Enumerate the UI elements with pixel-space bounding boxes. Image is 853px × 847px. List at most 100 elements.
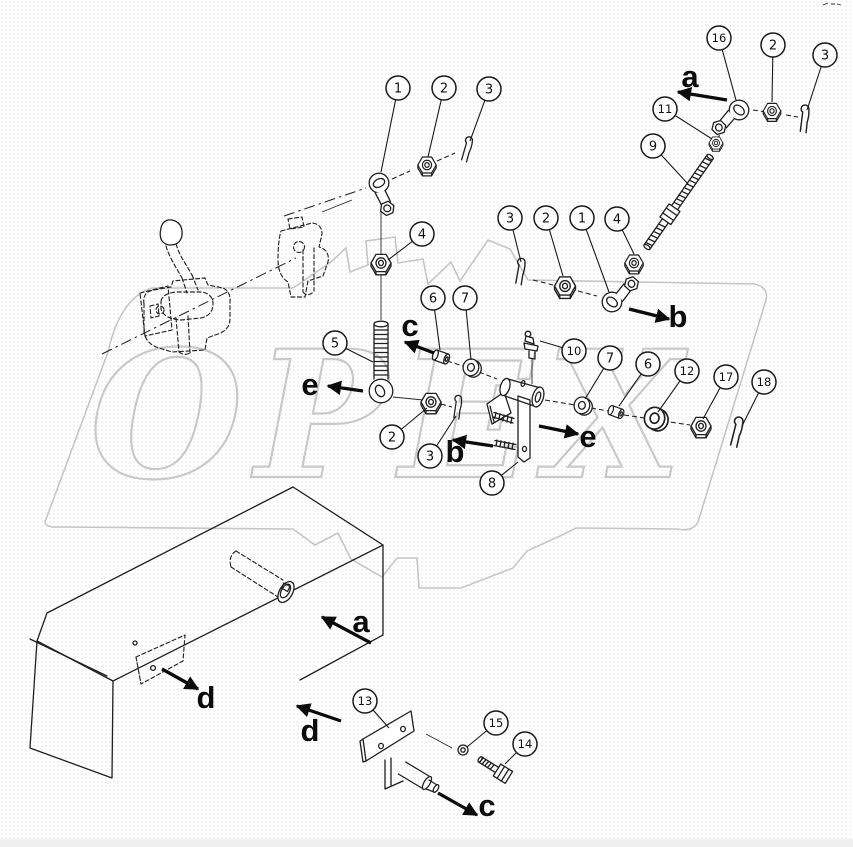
opex-watermark: OPEX xyxy=(90,312,694,519)
rod-end-part-16 xyxy=(703,96,755,139)
control-lever-assembly xyxy=(139,216,329,355)
callout-1[interactable]: 1 xyxy=(380,75,411,173)
callout-2[interactable]: 2 xyxy=(533,205,564,277)
grease-fitting-part-10 xyxy=(523,330,539,360)
nut-part-4b xyxy=(624,254,644,275)
callout-13[interactable]: 13 xyxy=(352,688,390,729)
svg-text:5: 5 xyxy=(331,337,339,352)
svg-text:14: 14 xyxy=(518,737,533,751)
svg-text:6: 6 xyxy=(644,358,652,373)
rod-end-part-1 xyxy=(367,171,397,219)
view-arrow-a: a xyxy=(320,604,372,645)
callout-18[interactable]: 18 xyxy=(741,369,777,427)
callout-14[interactable]: 14 xyxy=(504,731,538,765)
nut-part-4 xyxy=(370,253,392,276)
callout-17[interactable]: 17 xyxy=(702,364,739,420)
console-box xyxy=(29,486,384,779)
view-arrow-b: b xyxy=(628,299,688,334)
bracket-part-13 xyxy=(359,710,440,793)
lever-knob xyxy=(159,219,183,246)
svg-text:4: 4 xyxy=(418,228,426,243)
nut-part-11 xyxy=(708,136,724,152)
console-hole xyxy=(132,640,138,646)
view-arrow-c: c xyxy=(437,788,496,823)
cover-plate xyxy=(132,634,186,685)
svg-text:6: 6 xyxy=(429,292,437,307)
callout-1[interactable]: 1 xyxy=(569,205,610,293)
callout-9[interactable]: 9 xyxy=(640,133,689,185)
bottom-band xyxy=(0,839,853,847)
callout-16[interactable]: 16 xyxy=(706,25,737,101)
callout-6[interactable]: 6 xyxy=(420,285,446,351)
callout-10[interactable]: 10 xyxy=(539,338,587,364)
lever-shaft xyxy=(229,550,295,604)
gear-watermark xyxy=(44,236,768,589)
lever-cam xyxy=(277,216,329,298)
svg-text:10: 10 xyxy=(567,344,582,358)
callout-3[interactable]: 3 xyxy=(806,42,838,111)
svg-text:d: d xyxy=(301,713,320,748)
thin-centerlines xyxy=(321,199,533,749)
view-arrow-e: e xyxy=(301,367,364,402)
callout-7[interactable]: 7 xyxy=(584,345,623,400)
svg-text:b: b xyxy=(669,299,688,334)
view-arrow-d: d xyxy=(295,703,342,748)
view-arrow-e: e xyxy=(538,419,597,454)
callout-7[interactable]: 7 xyxy=(452,285,478,361)
svg-text:17: 17 xyxy=(719,370,734,384)
svg-text:16: 16 xyxy=(712,31,727,45)
callout-15[interactable]: 15 xyxy=(466,710,509,748)
svg-text:18: 18 xyxy=(757,375,772,389)
corner-artifact xyxy=(822,2,842,6)
callout-2[interactable]: 2 xyxy=(760,32,786,103)
callout-3[interactable]: 3 xyxy=(469,76,502,142)
callout-11[interactable]: 11 xyxy=(652,96,713,140)
callout-8[interactable]: 8 xyxy=(479,461,519,496)
nut-part-2c xyxy=(553,276,577,300)
cotter-pin-part-18 xyxy=(729,415,745,449)
view-arrow-d: d xyxy=(161,667,215,715)
svg-text:3: 3 xyxy=(821,49,829,64)
callout-5[interactable]: 5 xyxy=(322,330,374,363)
callout-4[interactable]: 4 xyxy=(604,206,635,255)
callout-12[interactable]: 12 xyxy=(657,358,700,413)
svg-text:2: 2 xyxy=(388,431,396,446)
svg-text:e: e xyxy=(301,367,318,402)
svg-text:2: 2 xyxy=(769,39,777,54)
centerline-lever-to-rodend xyxy=(101,187,367,355)
svg-text:2: 2 xyxy=(542,212,550,227)
svg-text:11: 11 xyxy=(658,102,673,116)
svg-text:7: 7 xyxy=(606,352,614,367)
svg-text:3: 3 xyxy=(485,83,493,98)
callout-3[interactable]: 3 xyxy=(497,205,523,263)
svg-text:12: 12 xyxy=(680,364,695,378)
svg-text:13: 13 xyxy=(358,694,373,708)
callout-3[interactable]: 3 xyxy=(417,415,457,469)
callout-6[interactable]: 6 xyxy=(618,351,661,407)
svg-text:4: 4 xyxy=(613,213,621,228)
bellcrank-part-8 xyxy=(486,377,545,463)
callout-2[interactable]: 2 xyxy=(379,407,428,450)
svg-text:a: a xyxy=(352,604,370,639)
view-arrow-c: c xyxy=(401,308,435,355)
assembly-dashes xyxy=(391,109,799,426)
nut-part-2 xyxy=(417,156,437,177)
svg-text:9: 9 xyxy=(649,140,657,155)
svg-text:a: a xyxy=(681,59,699,94)
svg-text:1: 1 xyxy=(394,82,402,97)
svg-text:3: 3 xyxy=(506,212,514,227)
svg-text:e: e xyxy=(579,419,596,454)
washer-part-15 xyxy=(457,744,469,756)
view-arrow-a: a xyxy=(676,59,728,102)
svg-text:8: 8 xyxy=(488,477,496,492)
svg-text:c: c xyxy=(478,788,495,823)
nut-part-2b xyxy=(762,102,782,122)
callout-4[interactable]: 4 xyxy=(387,221,435,261)
svg-text:3: 3 xyxy=(426,450,434,465)
callout-2[interactable]: 2 xyxy=(427,75,457,158)
eye-bolt-part-5 xyxy=(368,320,394,404)
